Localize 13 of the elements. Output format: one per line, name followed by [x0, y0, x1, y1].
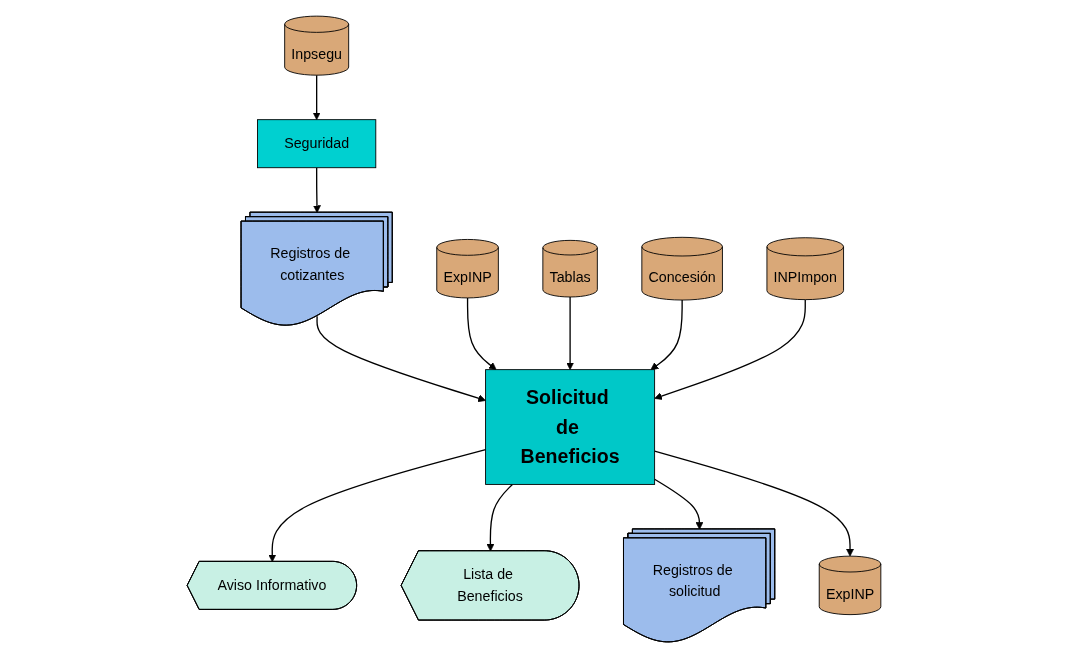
arrow	[267, 448, 486, 563]
arrow	[650, 299, 683, 370]
arrow	[653, 298, 806, 400]
arrow	[653, 478, 703, 530]
arrow	[486, 483, 513, 552]
node-box: Solicitud de Beneficios	[484, 369, 655, 485]
arrow	[315, 315, 486, 403]
arrow	[312, 167, 321, 213]
arrow	[312, 74, 321, 121]
arrow	[653, 450, 854, 557]
arrow	[466, 297, 497, 370]
arrow	[565, 296, 574, 370]
node-box: Seguridad	[256, 119, 376, 169]
